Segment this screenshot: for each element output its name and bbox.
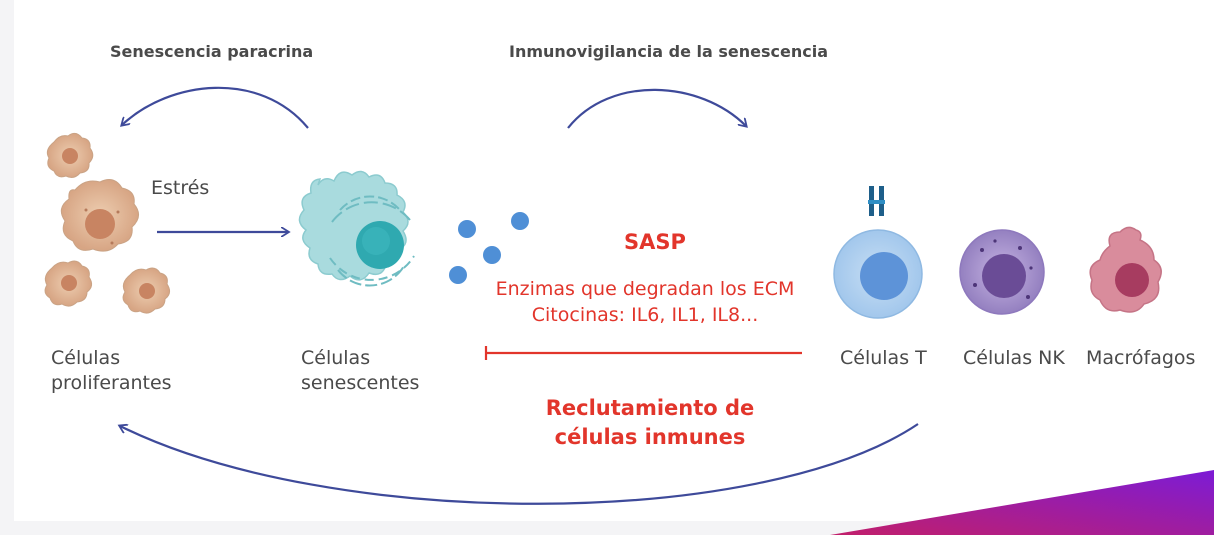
frame-left <box>0 0 14 535</box>
stress-label: Estrés <box>151 177 210 199</box>
recruitment-line-1: Reclutamiento de <box>545 396 755 420</box>
immunosurveillance-arrow <box>567 88 746 129</box>
nk-cell <box>959 229 1045 315</box>
proliferating-cell-bottom-left <box>44 260 93 307</box>
nk-cells-label: Células NK <box>963 347 1065 369</box>
macrophages-label: Macrófagos <box>1086 347 1196 369</box>
t-cells-label: Células T <box>840 347 927 369</box>
proliferating-cell-bottom-right <box>122 267 171 314</box>
proliferating-cell-top <box>46 132 94 178</box>
sasp-details: Enzimas que degradan los ECM Citocinas: … <box>470 277 820 328</box>
senescent-cell <box>298 170 415 287</box>
sasp-title: SASP <box>624 230 686 254</box>
sasp-dot <box>458 220 476 238</box>
senescent-label: Células senescentes <box>301 346 419 395</box>
sasp-dot <box>511 212 529 230</box>
t-cell <box>833 186 923 319</box>
sasp-dot <box>483 246 501 264</box>
sasp-line-1: Enzimas que degradan los ECM <box>495 278 795 300</box>
heading-immunosurveillance: Inmunovigilancia de la senescencia <box>509 42 829 61</box>
sasp-dot <box>449 266 467 284</box>
proliferating-label-line-2: proliferantes <box>51 371 172 394</box>
macrophage <box>1089 226 1162 313</box>
proliferating-label: Células proliferantes <box>51 346 172 395</box>
senescent-label-line-1: Células <box>301 347 371 369</box>
recruitment-line-2: células inmunes <box>554 425 746 450</box>
return-arrow <box>120 423 919 505</box>
proliferating-cell-large <box>60 179 139 252</box>
corner-accent <box>830 470 1214 535</box>
heading-paracrine: Senescencia paracrina <box>110 42 314 61</box>
senescent-label-line-2: senescentes <box>301 371 420 394</box>
sasp-line-2: Citocinas: IL6, IL1, IL8... <box>531 303 759 326</box>
paracrine-arrow <box>122 86 309 129</box>
recruitment-label: Reclutamiento de células inmunes <box>500 394 800 453</box>
proliferating-label-line-1: Células <box>51 347 121 369</box>
